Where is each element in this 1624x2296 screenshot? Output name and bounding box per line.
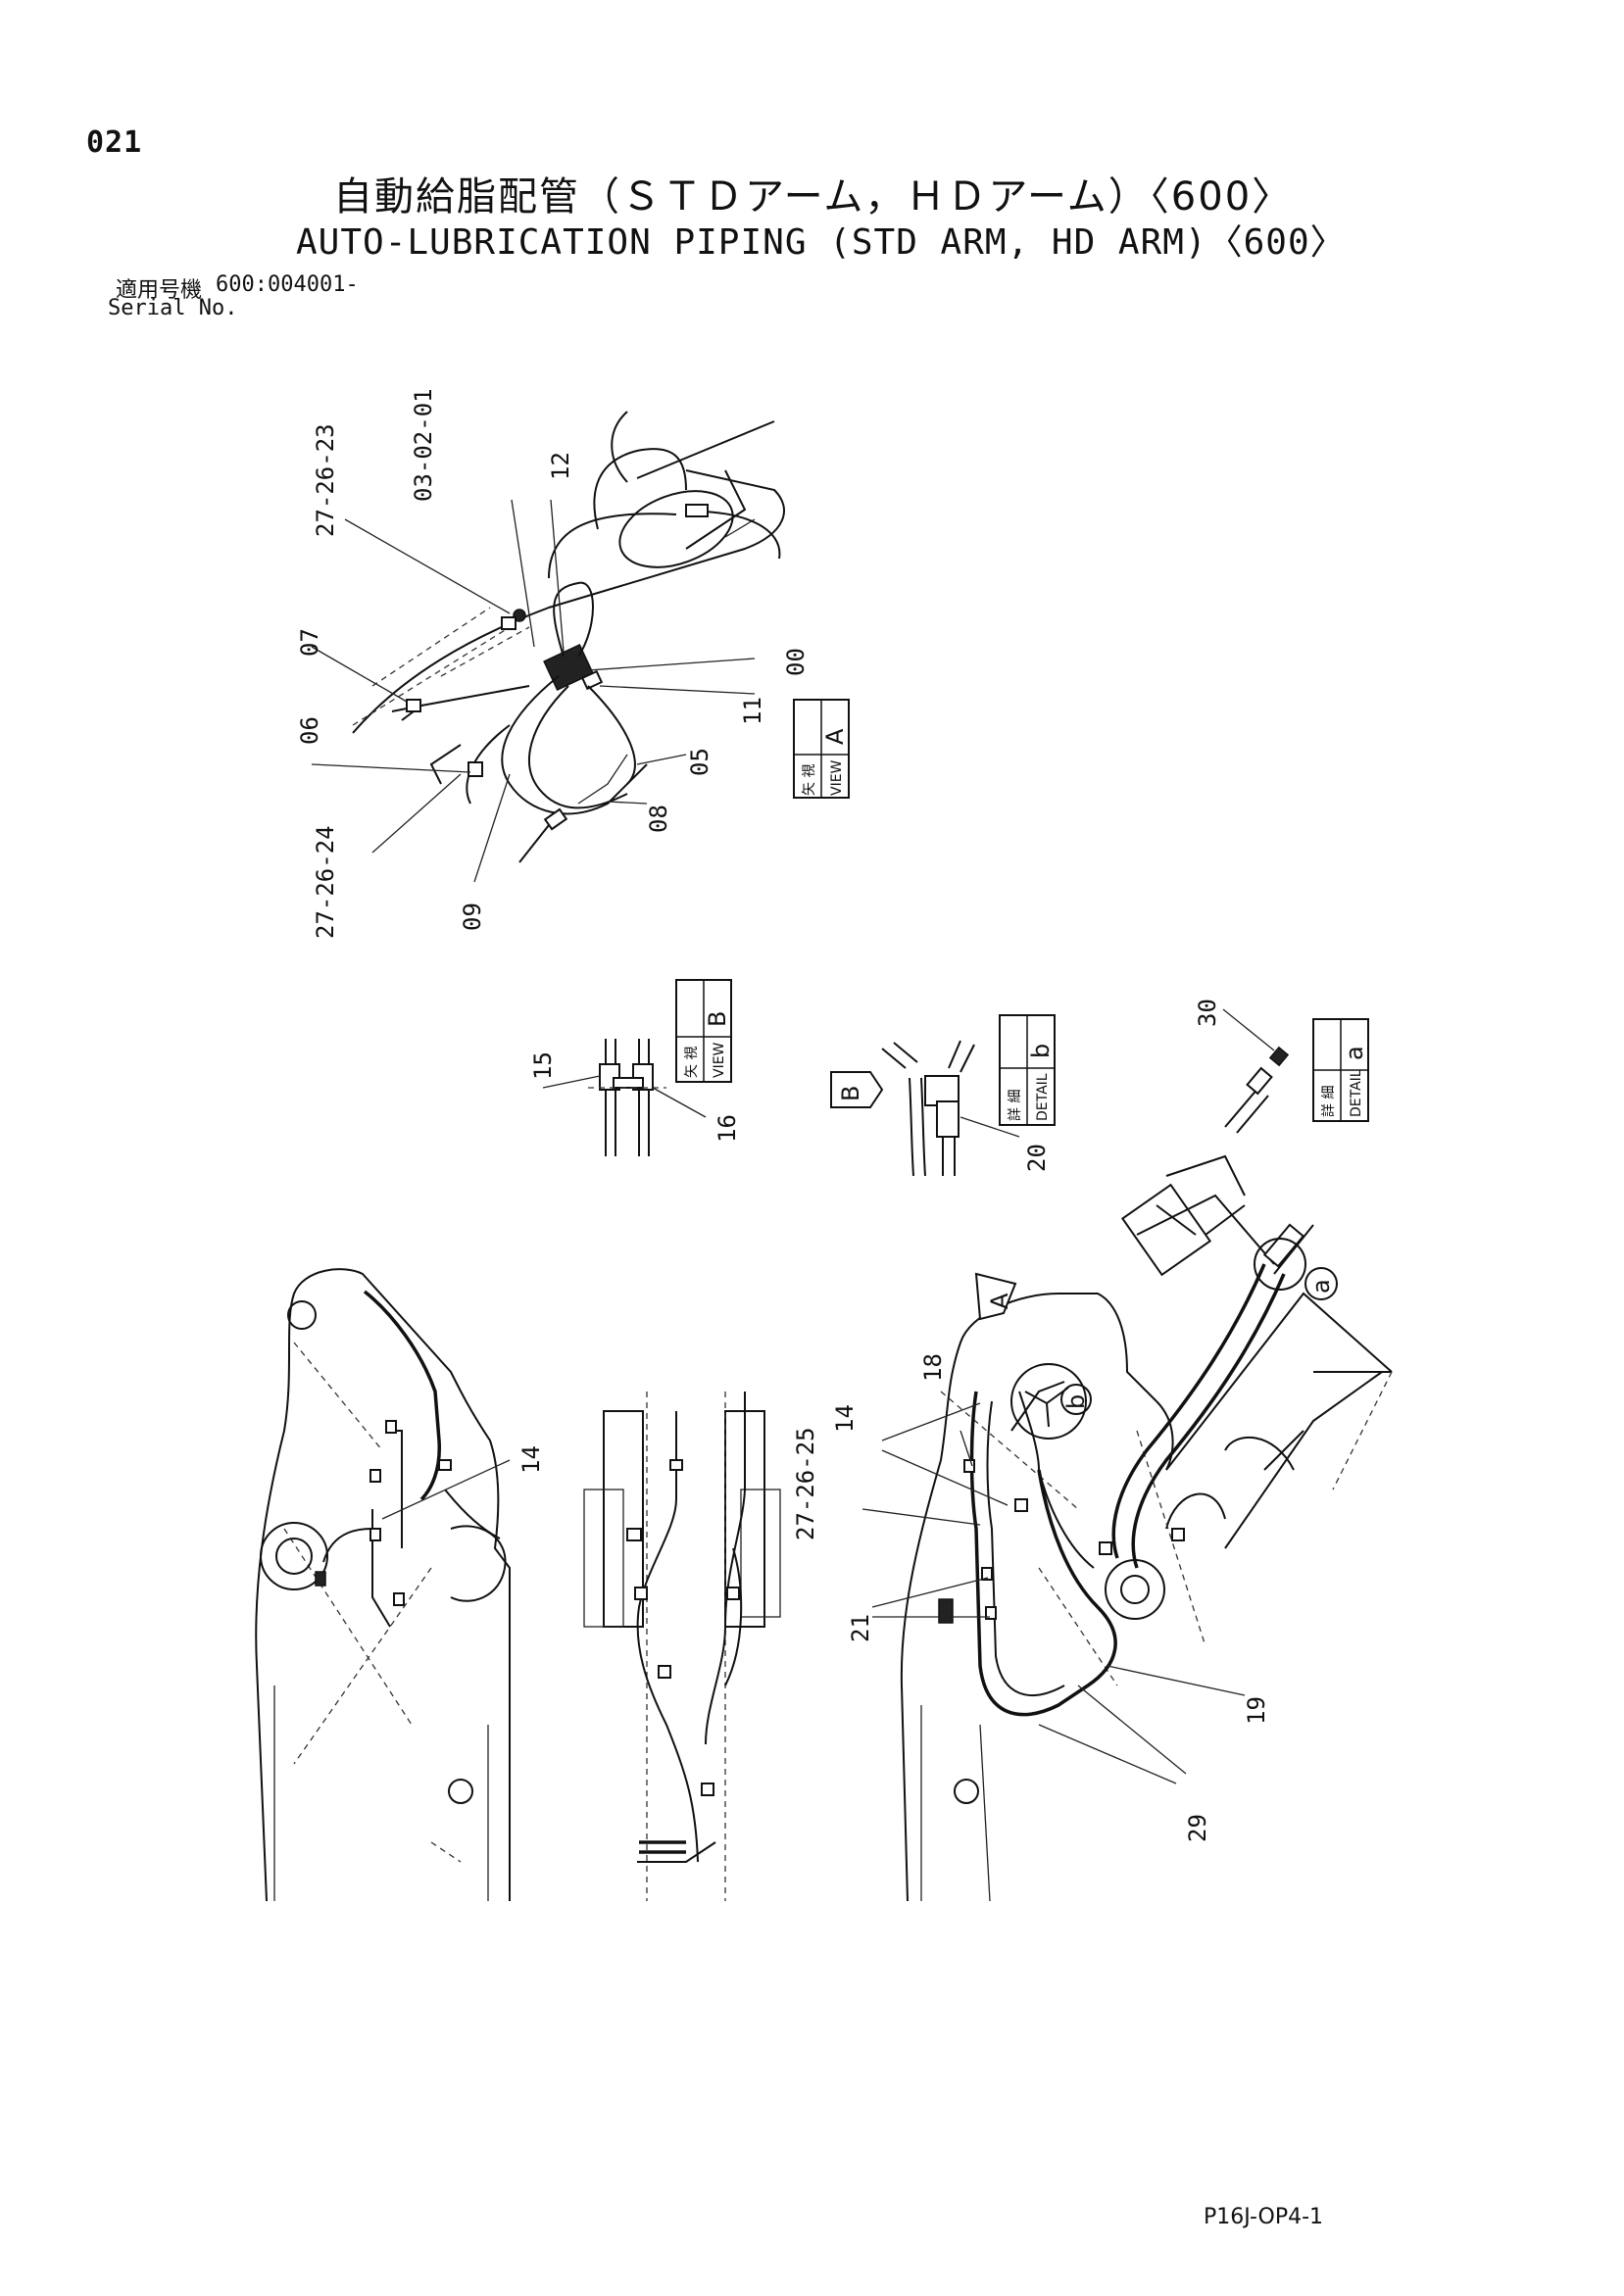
view-a-label: 矢 視 VIEW A (793, 699, 850, 799)
callout-20: 20 (1023, 1144, 1051, 1172)
serial-label-english: Serial No. (108, 296, 238, 320)
view-a-arrow: A (974, 1272, 1017, 1321)
title-english: AUTO-LUBRICATION PIPING (STD ARM, HD ARM… (296, 222, 1347, 263)
drawing-code: P16J-OP4-1 (1204, 2205, 1324, 2229)
detail-b-jp-text: 詳 細 (1008, 1090, 1023, 1121)
serial-label-japanese: 適用号機 (116, 278, 203, 303)
callout-08: 08 (645, 805, 672, 833)
hose-end-fitting (685, 504, 709, 517)
callout-06: 06 (296, 716, 323, 745)
detail-b-drawing: B (830, 1040, 1020, 1177)
detail-a-jp-text: 詳 細 (1321, 1086, 1337, 1117)
grease-nipple-30 (1268, 1046, 1290, 1067)
detail-a-en-text: DETAIL (1349, 1069, 1364, 1117)
callout-27-26-24: 27-26-24 (312, 825, 339, 939)
callout-29: 29 (1184, 1814, 1211, 1842)
detail-a-marker (1304, 1267, 1338, 1300)
callout-18: 18 (919, 1353, 947, 1382)
detail-a-letter: a (1341, 1046, 1368, 1060)
detail-b-label: 詳 細 DETAIL b (999, 1014, 1056, 1126)
callout-00: 00 (782, 648, 810, 676)
callout-15: 15 (529, 1051, 557, 1080)
arm-pivot-boss (260, 1522, 328, 1590)
callout-07: 07 (296, 628, 323, 657)
view-a-letter: A (821, 728, 849, 745)
view-b-drawing (542, 1039, 707, 1156)
callout-27-26-23: 27-26-23 (312, 423, 339, 537)
callout-05: 05 (686, 748, 714, 776)
callout-12: 12 (547, 452, 574, 480)
arm-pin-hole-top (287, 1300, 317, 1330)
hd-arm-drawing: A (861, 1154, 1393, 1902)
view-b-arrow: B (830, 1071, 884, 1108)
detail-a-region (1254, 1238, 1306, 1291)
view-b-arrow-letter: B (837, 1086, 864, 1101)
hose-clamp (406, 699, 421, 712)
hose-clamp (468, 761, 483, 777)
callout-30: 30 (1194, 999, 1221, 1027)
view-a-en-text: VIEW (829, 759, 845, 796)
hose-clamp (501, 616, 517, 630)
callout-11: 11 (739, 697, 766, 725)
callout-19: 19 (1243, 1696, 1270, 1725)
view-b-letter: B (704, 1011, 731, 1027)
view-b-jp-text: 矢 視 (684, 1047, 700, 1078)
detail-b-marker (1060, 1384, 1092, 1415)
callout-14-left: 14 (517, 1445, 545, 1474)
detail-a-marker-letter: a (1307, 1279, 1335, 1294)
detail-a-label: 詳 細 DETAIL a (1312, 1018, 1369, 1122)
callout-14-right: 14 (831, 1404, 859, 1433)
view-a-jp-text: 矢 視 (802, 764, 817, 796)
callout-27-26-25: 27-26-25 (792, 1427, 819, 1540)
view-b-label: 矢 視 VIEW B (675, 979, 732, 1083)
callout-21: 21 (847, 1614, 874, 1642)
view-a-arrow-letter: A (986, 1293, 1013, 1309)
detail-b-marker-letter: b (1062, 1394, 1090, 1409)
detail-b-letter: b (1027, 1044, 1055, 1058)
boom-side-drawing (583, 1392, 781, 1901)
hd-arm-pivot-boss (1105, 1559, 1165, 1620)
page-number: 021 (86, 125, 143, 160)
view-b-en-text: VIEW (712, 1042, 727, 1078)
std-arm-drawing (255, 1268, 511, 1902)
callout-16: 16 (714, 1114, 741, 1143)
detail-b-region (1010, 1363, 1087, 1440)
detail-b-en-text: DETAIL (1035, 1073, 1051, 1121)
detail-a-drawing (1222, 1008, 1290, 1134)
serial-number-value: 600:004001- (216, 272, 359, 297)
callout-03-02-01: 03-02-01 (410, 388, 437, 502)
title-japanese: 自動給脂配管（ＳＴＤアーム，ＨＤアーム）〈600〉 (333, 174, 1294, 220)
callout-09: 09 (459, 903, 486, 931)
view-a-drawing (311, 411, 785, 883)
